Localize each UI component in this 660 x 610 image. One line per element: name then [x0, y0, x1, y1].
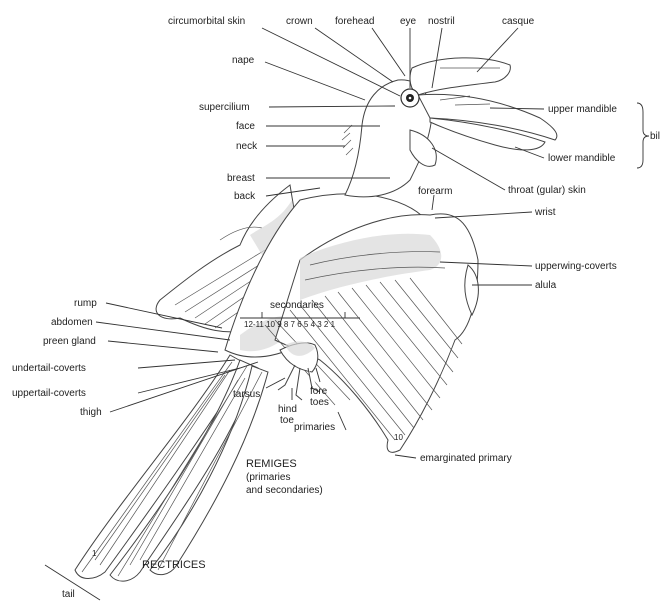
label-forearm: forearm [418, 186, 452, 197]
label-tail: tail [62, 589, 75, 600]
label-thigh: thigh [80, 407, 102, 418]
label-neck: neck [236, 141, 258, 152]
label-rump: rump [74, 298, 97, 309]
label-eye: eye [400, 16, 417, 27]
label-back: back [234, 191, 256, 202]
bill-casque [410, 58, 557, 150]
label-undertail-coverts: undertail-coverts [12, 363, 86, 374]
eye-drawing [401, 89, 419, 107]
label-abdomen: abdomen [51, 317, 93, 328]
label-wrist: wrist [534, 207, 556, 218]
label-secondary-numbers: 12-11 10 9 8 7 6 5 4 3 2 1 [244, 320, 336, 329]
label-hind-toe-line1: hind [278, 404, 297, 415]
label-rectrices: RECTRICES [142, 559, 206, 571]
bill-bracket [637, 103, 649, 168]
label-emarginated-primary: emarginated primary [420, 453, 512, 464]
label-remiges: REMIGES [246, 458, 297, 470]
label-supercilium: supercilium [199, 102, 250, 113]
label-casque: casque [502, 16, 535, 27]
label-rectrix-number-1: 1 [92, 549, 97, 558]
label-nape: nape [232, 55, 255, 66]
label-secondaries: secondaries [270, 300, 324, 311]
label-primary-number-10: 10 [394, 433, 403, 442]
label-remiges-sub2: and secondaries) [246, 485, 323, 496]
label-upperwing-coverts: upperwing-coverts [535, 261, 617, 272]
label-fore-toes-line2: toes [310, 397, 329, 408]
label-lower-mandible: lower mandible [548, 153, 616, 164]
label-remiges-sub1: (primaries [246, 472, 290, 483]
label-face: face [236, 121, 255, 132]
label-circumorbital-skin: circumorbital skin [168, 16, 245, 27]
label-forehead: forehead [335, 16, 374, 27]
label-nostril: nostril [428, 16, 455, 27]
label-bill: bill [650, 131, 660, 142]
label-tarsus: tarsus [233, 389, 260, 400]
label-primaries: primaries [294, 422, 335, 433]
label-throat-gular-skin: throat (gular) skin [508, 185, 586, 196]
label-uppertail-coverts: uppertail-coverts [12, 388, 86, 399]
label-preen-gland: preen gland [43, 336, 96, 347]
label-hind-toe-line2: toe [280, 415, 294, 426]
label-crown: crown [286, 16, 313, 27]
label-alula: alula [535, 280, 557, 291]
label-upper-mandible: upper mandible [548, 104, 617, 115]
label-fore-toes-line1: fore [310, 386, 328, 397]
label-breast: breast [227, 173, 255, 184]
